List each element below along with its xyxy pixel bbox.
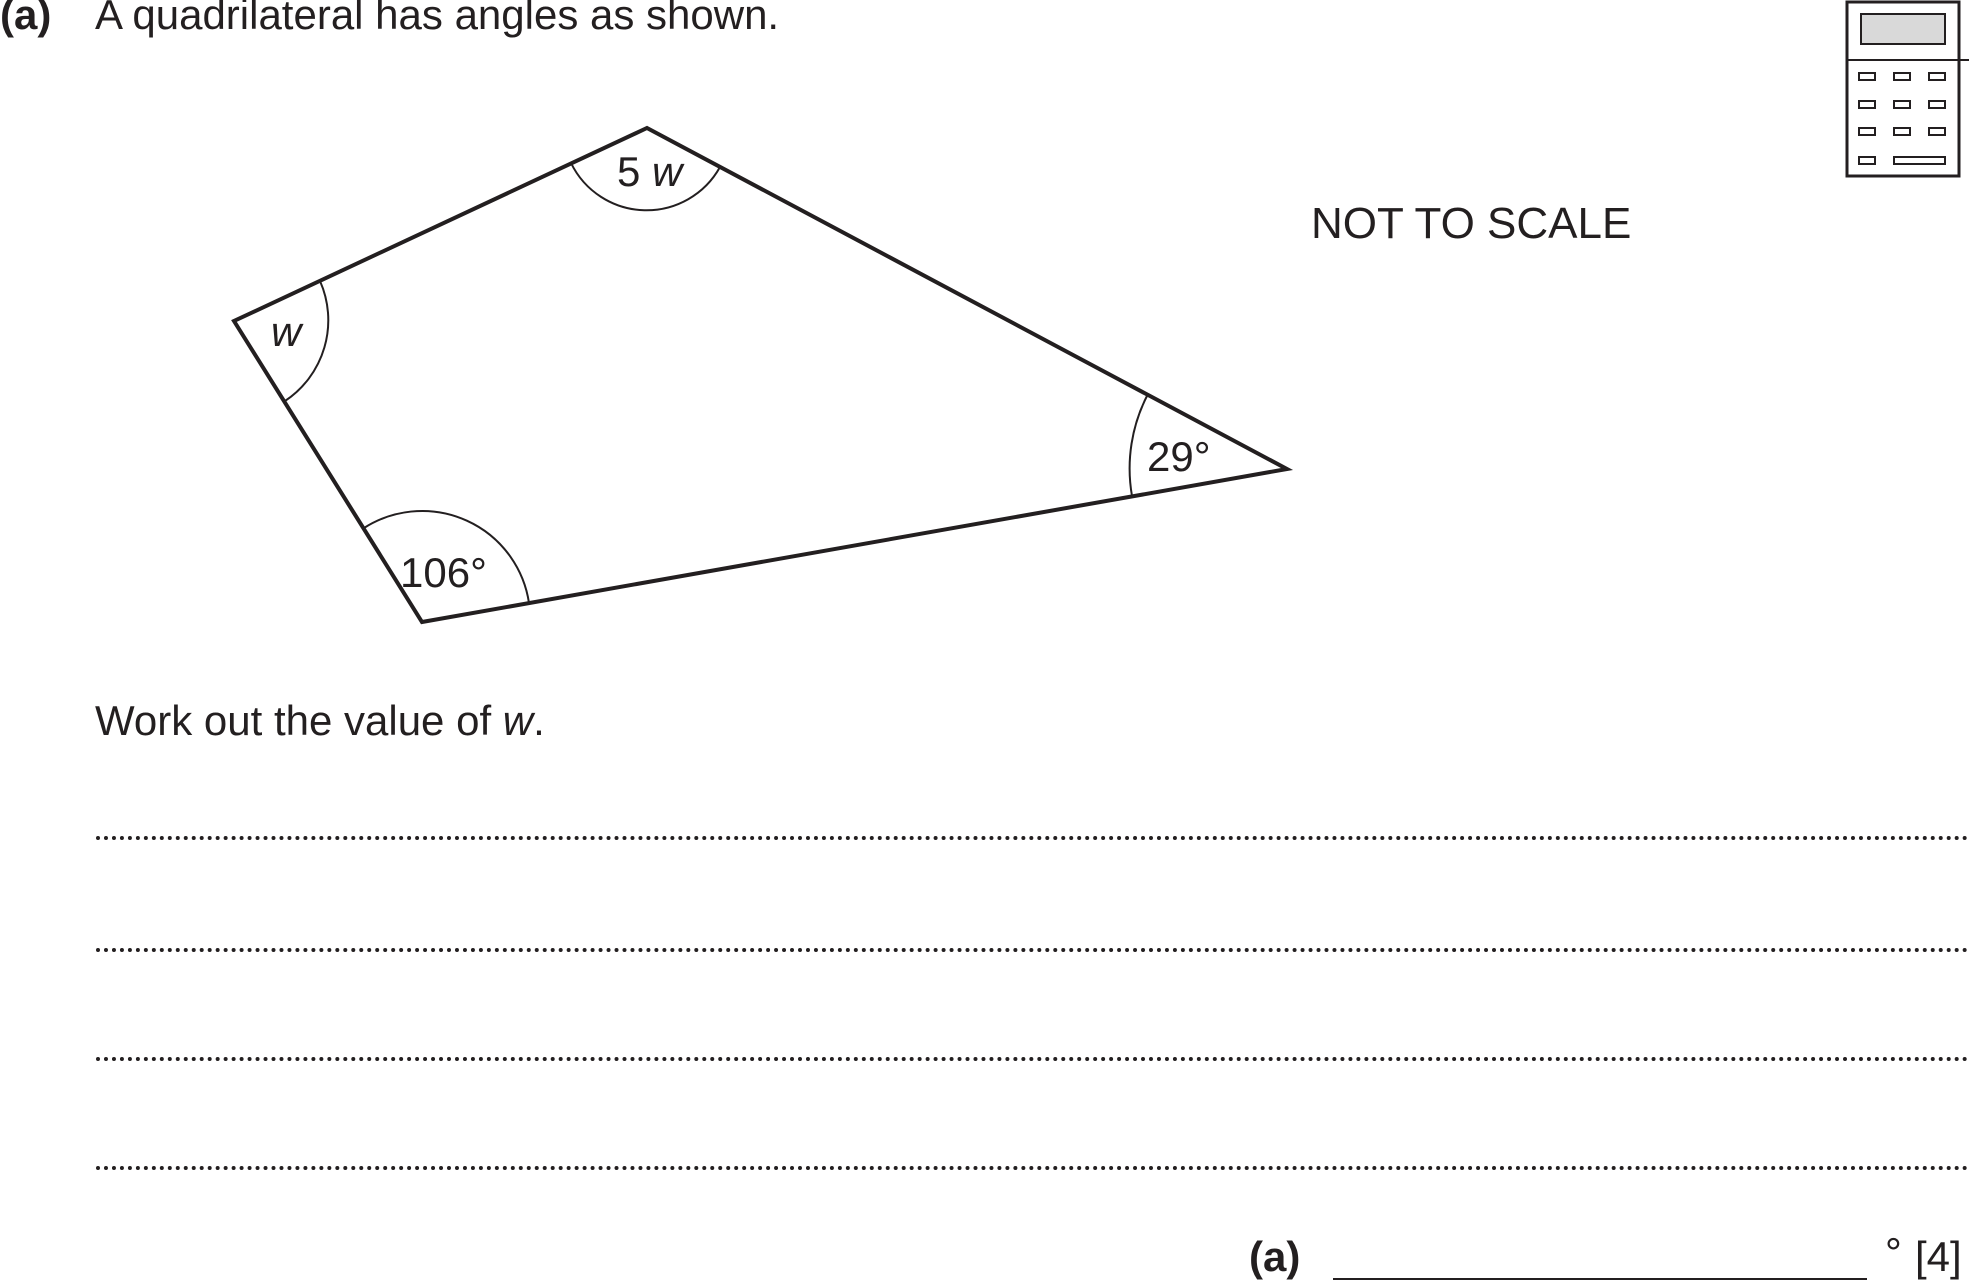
part-label: (a): [0, 0, 52, 38]
working-line-2[interactable]: [96, 948, 1969, 952]
calculator-icon: [1845, 0, 1969, 178]
answer-unit: °: [1885, 1229, 1902, 1276]
working-line-1[interactable]: [96, 836, 1969, 840]
prompt-variable: w: [502, 697, 534, 744]
answer-label: (a): [1249, 1233, 1301, 1280]
angle-label-bottom: 106°: [400, 549, 487, 596]
answer-blank[interactable]: [1333, 1278, 1867, 1280]
angle-arc-bottom: [363, 509, 530, 604]
working-line-4[interactable]: [96, 1166, 1969, 1170]
not-to-scale-note: NOT TO SCALE: [1311, 199, 1632, 248]
angle-label-left: w: [271, 308, 304, 355]
angle-arc-left: [284, 280, 330, 402]
angle-label-top-text: 5: [617, 148, 640, 195]
prompt-suffix: .: [533, 697, 545, 744]
angle-label-top: 5 w: [617, 148, 685, 195]
question-text: A quadrilateral has angles as shown.: [95, 0, 780, 38]
marks-label: [4]: [1915, 1233, 1962, 1280]
prompt-prefix: Work out the value of: [95, 697, 503, 744]
angle-arc-right: [1128, 393, 1149, 497]
angle-arc-top: [570, 162, 721, 212]
angle-label-right: 29°: [1147, 433, 1211, 480]
quadrilateral-shape: [231, 125, 1294, 625]
prompt-text: Work out the value of w.: [95, 700, 545, 742]
working-line-3[interactable]: [96, 1057, 1969, 1061]
